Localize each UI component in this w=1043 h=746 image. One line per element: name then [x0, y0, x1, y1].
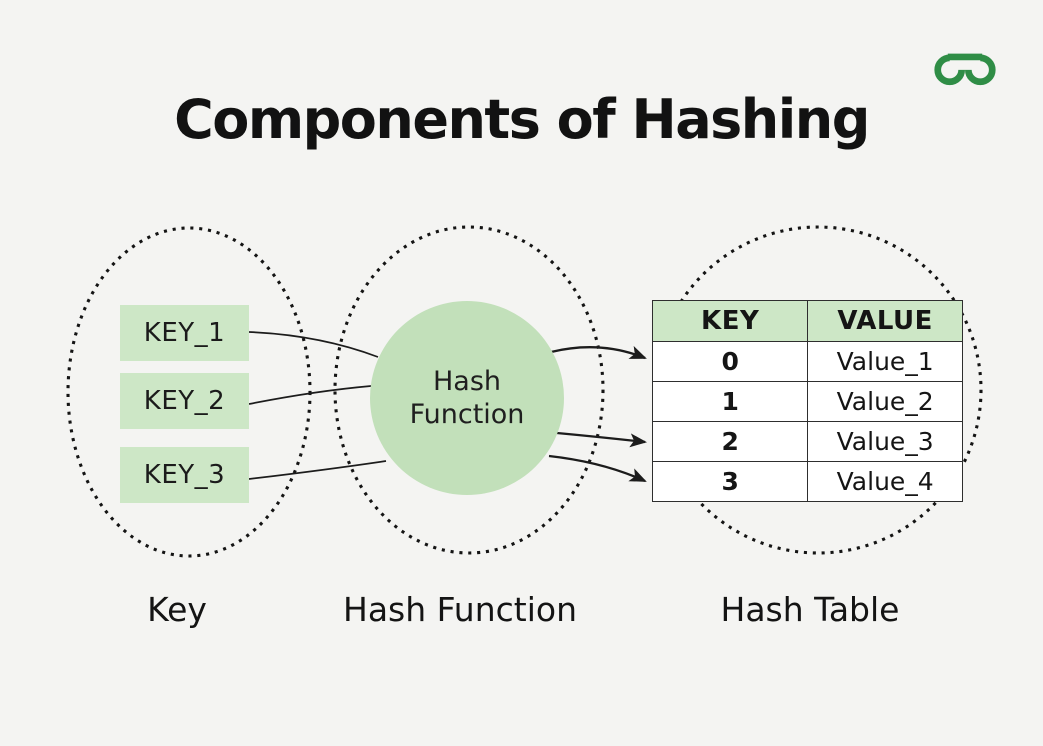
- hash-table-row-3-key: 3: [651, 461, 809, 502]
- key-box-2-label: KEY_2: [143, 386, 226, 416]
- hash-table-row-0-value: Value_1: [807, 341, 963, 382]
- hash-to-slot0-arrow: [550, 345, 647, 360]
- geeksforgeeks-logo-icon: [933, 44, 997, 92]
- hash-table-row-1-key: 1: [651, 381, 809, 422]
- hash-function-text-line1: Hash: [432, 366, 502, 397]
- key-box-1: KEY_1: [120, 305, 249, 361]
- hash-to-slot2-arrow: [556, 431, 647, 448]
- hash-table-header-row: KEY VALUE: [651, 300, 963, 342]
- hash-table-row-0: 0 Value_1: [651, 341, 963, 382]
- key3-to-hash-line: [248, 460, 387, 480]
- key2-to-hash-line: [248, 385, 372, 405]
- hash-table-header-key: KEY: [651, 300, 809, 342]
- hash-table-row-3: 3 Value_4: [651, 461, 963, 502]
- key1-to-hash-line: [248, 331, 379, 358]
- hash-table-row-3-value: Value_4: [807, 461, 963, 502]
- key-box-1-label: KEY_1: [143, 318, 226, 348]
- hash-table-row-1-value: Value_2: [807, 381, 963, 422]
- hash-table-row-2-value: Value_3: [807, 421, 963, 462]
- hash-table-row-2: 2 Value_3: [651, 421, 963, 462]
- key-box-3-label: KEY_3: [143, 460, 226, 490]
- key-box-2: KEY_2: [120, 373, 249, 429]
- hash-table-row-1: 1 Value_2: [651, 381, 963, 422]
- section-label-hash-table: Hash Table: [720, 590, 900, 629]
- hash-table-group-outline: [653, 225, 983, 555]
- hash-function-group-outline: [333, 225, 605, 555]
- section-label-hash-function: Hash Function: [343, 590, 577, 629]
- hash-to-slot3-arrow: [548, 454, 647, 483]
- hash-table: KEY VALUE 0 Value_1 1 Value_2 2 Value_3 …: [651, 300, 963, 502]
- key-group-outline: [66, 226, 312, 558]
- hash-table-header-value: VALUE: [807, 300, 963, 342]
- hash-table-row-2-key: 2: [651, 421, 809, 462]
- hash-function-text-line2: Function: [409, 399, 525, 430]
- key-box-3: KEY_3: [120, 447, 249, 503]
- hash-table-row-0-key: 0: [651, 341, 809, 382]
- page-title: Components of Hashing: [174, 88, 870, 151]
- hash-function-node: Hash Function: [370, 301, 564, 495]
- section-label-key: Key: [147, 590, 207, 629]
